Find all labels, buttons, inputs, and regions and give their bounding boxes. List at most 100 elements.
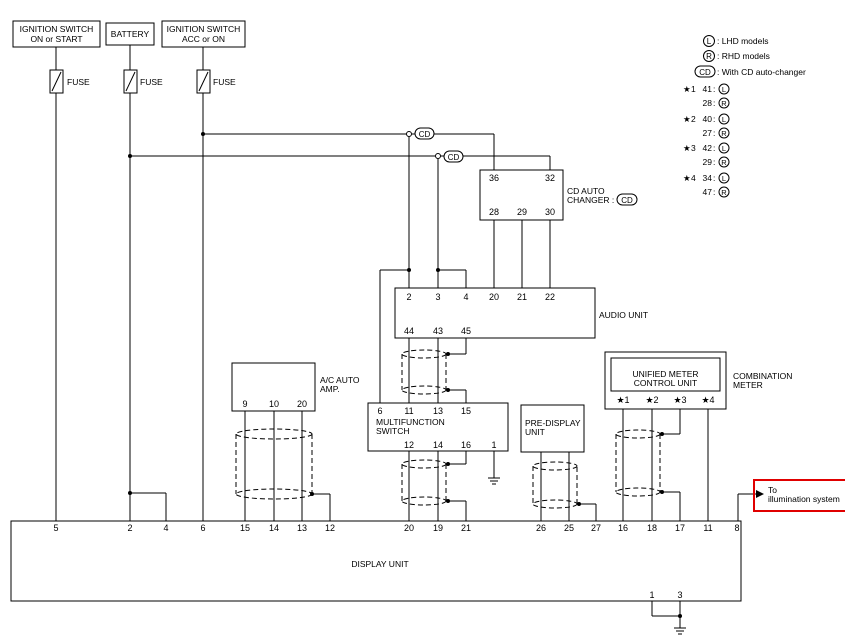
- legend-cd: : With CD auto-changer: [717, 67, 806, 77]
- legend-r-symbol: R: [706, 52, 712, 61]
- cd-option-point-2: [435, 153, 441, 159]
- legend-star-4-num: 4: [691, 173, 696, 183]
- display-pin-25: 25: [564, 523, 574, 533]
- audio-pin-45: 45: [461, 326, 471, 336]
- legend-star-2-rhd: 27: [703, 128, 713, 138]
- ac-amp-title-1: A/C AUTO: [320, 375, 360, 385]
- ac-auto-amp: 9 10 20 A/C AUTO AMP.: [231, 362, 360, 412]
- audio-pin-21: 21: [517, 292, 527, 302]
- display-pin-18: 18: [647, 523, 657, 533]
- illumination-label-2: illumination system: [768, 494, 840, 504]
- shield-ac-amp: [235, 428, 313, 500]
- display-pin-4: 4: [163, 523, 168, 533]
- cd-auto-changer: 36 32 28 29 30 CD AUTO CHANGER : CD: [479, 169, 638, 221]
- meter-pin-star4: ★4: [701, 395, 714, 405]
- display-unit-title: DISPLAY UNIT: [351, 559, 408, 569]
- legend-star-2-num: 2: [691, 114, 696, 124]
- ignition-on-start-label-1: IGNITION SWITCH: [20, 24, 94, 34]
- shield-mfs-display: [401, 459, 447, 506]
- combination-meter-title-2: METER: [733, 380, 763, 390]
- mfs-pin-13: 13: [433, 406, 443, 416]
- ignition-acc-on-label-1: IGNITION SWITCH: [167, 24, 241, 34]
- unified-meter-title-2: CONTROL UNIT: [634, 378, 697, 388]
- unified-meter-title-1: UNIFIED METER: [632, 369, 698, 379]
- display-unit: 5 2 4 6 15 14 13 12 20 19 21 26 25 27 16…: [10, 520, 742, 602]
- ac-pin-20: 20: [297, 399, 307, 409]
- arrow-right-icon: [756, 490, 764, 498]
- mfs-pin-6: 6: [377, 406, 382, 416]
- legend-cd-symbol: CD: [699, 68, 711, 77]
- legend-star-1-num: 1: [691, 84, 696, 94]
- audio-unit: 2 3 4 20 21 22 44 43 45 AUDIO UNIT: [394, 287, 648, 339]
- meter-pin-star1: ★1: [616, 395, 629, 405]
- shield-audio-mfs: [401, 349, 447, 395]
- cd-pin-30: 30: [545, 207, 555, 217]
- svg-text::: :: [713, 157, 715, 167]
- junction-battery: [128, 154, 132, 158]
- ac-amp-title-2: AMP.: [320, 384, 340, 394]
- ignition-switch-on-start-box: IGNITION SWITCH ON or START: [12, 20, 101, 48]
- fuse-1: FUSE: [49, 47, 90, 94]
- legend-star-2: ★: [683, 114, 691, 124]
- mfs-pin-14: 14: [433, 440, 443, 450]
- audio-pin-22: 22: [545, 292, 555, 302]
- legend-star-4-l-symbol: L: [722, 174, 726, 183]
- cd-option-badge-1-text: CD: [419, 130, 431, 139]
- legend-star-3-rhd: 29: [703, 157, 713, 167]
- display-pin-2: 2: [127, 523, 132, 533]
- legend-star-3-l-symbol: L: [722, 144, 726, 153]
- audio-pin-20: 20: [489, 292, 499, 302]
- ground-icon-display: [651, 601, 686, 635]
- legend-star-2-lhd: 40: [703, 114, 713, 124]
- ignition-acc-on-label-2: ACC or ON: [182, 34, 225, 44]
- mfs-pin-1: 1: [491, 440, 496, 450]
- fuse-1-label: FUSE: [67, 77, 90, 87]
- display-pin-8: 8: [734, 523, 739, 533]
- cd-changer-cd-symbol: CD: [621, 196, 633, 205]
- ignition-on-start-label-2: ON or START: [30, 34, 82, 44]
- legend-star-4-r-symbol: R: [721, 188, 727, 197]
- svg-text::: :: [713, 143, 715, 153]
- audio-pin-3: 3: [435, 292, 440, 302]
- legend-star-4-lhd: 34: [703, 173, 713, 183]
- fuse-3: FUSE: [196, 47, 236, 94]
- fuse-2-label: FUSE: [140, 77, 163, 87]
- multifunction-switch: 6 11 13 15 MULTIFUNCTION SWITCH 12 14 16…: [367, 402, 509, 452]
- combination-meter-title-1: COMBINATION: [733, 371, 792, 381]
- legend-star-1-l-symbol: L: [722, 85, 726, 94]
- display-pin-5: 5: [53, 523, 58, 533]
- display-pin-6: 6: [200, 523, 205, 533]
- legend-rhd: : RHD models: [717, 51, 770, 61]
- display-pin-17: 17: [675, 523, 685, 533]
- svg-text::: :: [713, 173, 715, 183]
- mfs-pin-15: 15: [461, 406, 471, 416]
- highlight-box: [753, 479, 845, 512]
- audio-pin-2: 2: [406, 292, 411, 302]
- mfs-title-2: SWITCH: [376, 426, 410, 436]
- meter-pin-star3: ★3: [673, 395, 686, 405]
- legend-star-3-num: 3: [691, 143, 696, 153]
- legend-star-1-lhd: 41: [703, 84, 713, 94]
- fuse-2: FUSE: [123, 45, 163, 94]
- legend-lhd: : LHD models: [717, 36, 769, 46]
- display-pin-gnd-1: 1: [649, 590, 654, 600]
- battery-label: BATTERY: [111, 29, 150, 39]
- audio-pin-44: 44: [404, 326, 414, 336]
- audio-pin-43: 43: [433, 326, 443, 336]
- illumination-label-1: To: [768, 485, 777, 495]
- display-pin-26: 26: [536, 523, 546, 533]
- legend-star-2-l-symbol: L: [722, 115, 726, 124]
- display-pin-13: 13: [297, 523, 307, 533]
- legend-star-1-rhd: 28: [703, 98, 713, 108]
- display-pin-21: 21: [461, 523, 471, 533]
- legend-star-4: ★: [683, 173, 691, 183]
- pre-display-title-1: PRE-DISPLAY: [525, 418, 581, 428]
- fuse-3-label: FUSE: [213, 77, 236, 87]
- legend-star-3-r-symbol: R: [721, 158, 727, 167]
- cd-pin-32: 32: [545, 173, 555, 183]
- meter-pin-star2: ★2: [645, 395, 658, 405]
- audio-pin-4: 4: [463, 292, 468, 302]
- legend-star-4-rhd: 47: [703, 187, 713, 197]
- pre-display-unit: PRE-DISPLAY UNIT: [520, 404, 585, 453]
